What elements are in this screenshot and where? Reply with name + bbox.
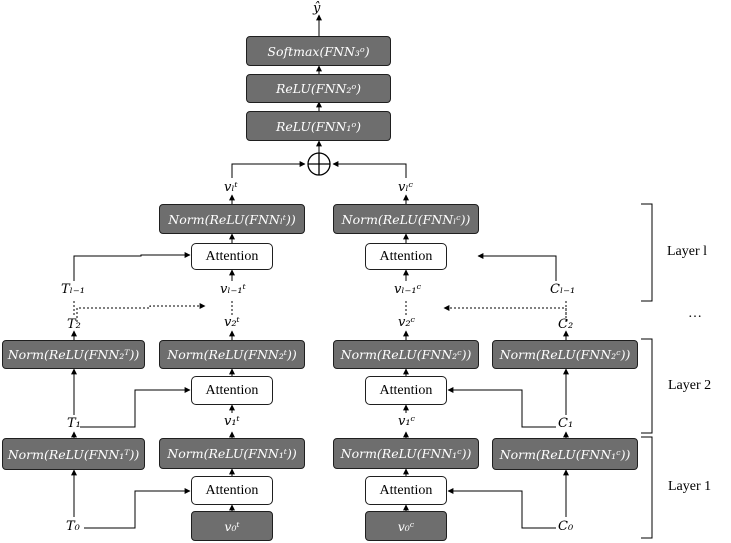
- C2-label: C₂: [558, 317, 574, 332]
- y-hat-label: ŷ: [313, 1, 321, 16]
- layer-1-norm-T-node: Norm(ReLU(FNN₁ᵀ)): [2, 438, 145, 470]
- v0-c-node: v₀ᶜ: [365, 511, 447, 541]
- layer-1-attention-t-node: Attention: [191, 476, 273, 505]
- v-l-t-label: vₗᵗ: [224, 180, 238, 195]
- v-l-minus-1-c-label: vₗ₋₁ᶜ: [394, 282, 422, 297]
- v0-t-node: v₀ᵗ: [191, 511, 273, 541]
- layer-2-norm-t-node: Norm(ReLU(FNN₂ᵗ)): [159, 340, 305, 369]
- layer-2-norm-c-node: Norm(ReLU(FNN₂ᶜ)): [333, 340, 479, 369]
- v2-c-label: v₂ᶜ: [398, 315, 416, 330]
- layer-2-label: Layer 2: [668, 378, 712, 393]
- layer-2-attention-t-node: Attention: [191, 376, 273, 405]
- layer-1-norm-t-node: Norm(ReLU(FNN₁ᵗ)): [159, 438, 305, 469]
- T0-label: T₀: [66, 519, 80, 534]
- v-l-minus-1-t-label: vₗ₋₁ᵗ: [220, 282, 246, 297]
- layer-l-attention-c-node: Attention: [365, 243, 447, 270]
- oplus-icon: [307, 152, 331, 176]
- layer-l-attention-t-node: Attention: [191, 243, 273, 270]
- layer-1-norm-c-node: Norm(ReLU(FNN₁ᶜ)): [333, 438, 479, 469]
- v2-t-label: v₂ᵗ: [224, 315, 240, 330]
- relu-fnn1-node: ReLU(FNN₁ᵒ): [246, 111, 391, 141]
- layer-2-norm-C-node: Norm(ReLU(FNN₂ᶜ)): [492, 340, 638, 369]
- layer-2-attention-c-node: Attention: [365, 376, 447, 405]
- T1-label: T₁: [67, 416, 81, 431]
- layer-2-norm-T-node: Norm(ReLU(FNN₂ᵀ)): [2, 340, 145, 369]
- T2-label: T₂: [67, 317, 81, 332]
- C-l-minus-1-label: Cₗ₋₁: [550, 282, 576, 297]
- layer-1-attention-c-node: Attention: [365, 476, 447, 505]
- C0-label: C₀: [558, 519, 574, 534]
- v-l-c-label: vₗᶜ: [398, 180, 414, 195]
- relu-fnn2-node: ReLU(FNN₂ᵒ): [246, 74, 391, 103]
- ellipsis-label: …: [688, 306, 702, 321]
- layer-1-norm-C-node: Norm(ReLU(FNN₁ᶜ)): [492, 438, 638, 470]
- layer-l-label: Layer l: [667, 244, 708, 259]
- softmax-fnn3-node: Softmax(FNN₃ᵒ): [246, 36, 391, 66]
- T-l-minus-1-label: Tₗ₋₁: [61, 282, 85, 297]
- v1-c-label: v₁ᶜ: [398, 414, 416, 429]
- C1-label: C₁: [558, 416, 574, 431]
- layer-l-norm-t-node: Norm(ReLU(FNNₗᵗ)): [159, 204, 305, 234]
- v1-t-label: v₁ᵗ: [224, 414, 240, 429]
- layer-1-label: Layer 1: [668, 479, 712, 494]
- layer-l-norm-c-node: Norm(ReLU(FNNₗᶜ)): [333, 204, 479, 234]
